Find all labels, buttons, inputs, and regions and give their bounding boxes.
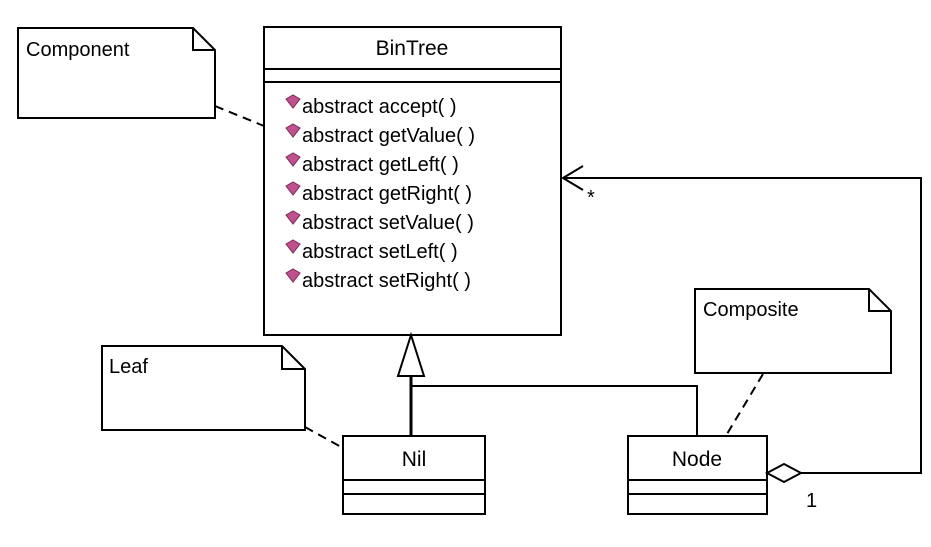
operation-diamond-icon (285, 123, 301, 138)
aggregation-diamond-icon (764, 462, 804, 484)
navigability-arrowhead-icon (561, 165, 584, 191)
operation-item: abstract getRight( ) (285, 181, 472, 205)
operation-diamond-icon (285, 239, 301, 254)
note-component-anchor (214, 105, 265, 127)
operation-item: abstract setValue( ) (285, 210, 474, 234)
note-leaf: Leaf (101, 345, 306, 431)
note-leaf-anchor (304, 426, 344, 449)
note-composite-anchor (726, 373, 764, 435)
class-bintree[interactable]: BinTree abstract accept( ) abstract getV… (263, 26, 562, 336)
note-component-text: Component (26, 39, 130, 61)
bintree-operations: abstract accept( ) abstract getValue( ) … (285, 94, 475, 292)
operation-diamond-icon (285, 181, 301, 196)
note-composite-text: Composite (703, 299, 799, 321)
class-node[interactable]: Node (627, 435, 768, 515)
multiplicity-many: * (587, 187, 595, 209)
note-component: Component (17, 27, 216, 119)
operation-label: abstract getLeft( ) (302, 154, 459, 176)
operation-item: abstract getLeft( ) (285, 152, 459, 176)
operation-label: abstract setValue( ) (302, 212, 474, 234)
operation-diamond-icon (285, 210, 301, 225)
inheritance-triangle-icon (396, 331, 426, 377)
operation-label: abstract getValue( ) (302, 125, 475, 147)
class-node-name: Node (672, 448, 722, 471)
operation-item: abstract getValue( ) (285, 123, 475, 147)
class-nil[interactable]: Nil (342, 435, 486, 515)
operation-label: abstract accept( ) (302, 96, 457, 118)
operation-diamond-icon (285, 152, 301, 167)
aggregation-association (561, 165, 922, 484)
operation-diamond-icon (285, 94, 301, 109)
class-bintree-name: BinTree (376, 37, 449, 60)
class-nil-name: Nil (402, 448, 427, 471)
note-composite: Composite (694, 288, 892, 374)
operation-item: abstract setLeft( ) (285, 239, 458, 263)
generalization-arrow (396, 331, 698, 436)
note-leaf-text: Leaf (109, 356, 148, 378)
operation-label: abstract getRight( ) (302, 183, 472, 205)
operation-diamond-icon (285, 268, 301, 283)
operation-item: abstract accept( ) (285, 94, 457, 118)
multiplicity-one: 1 (806, 490, 817, 512)
operation-item: abstract setRight( ) (285, 268, 471, 292)
operation-label: abstract setLeft( ) (302, 241, 458, 263)
operation-label: abstract setRight( ) (302, 270, 471, 292)
